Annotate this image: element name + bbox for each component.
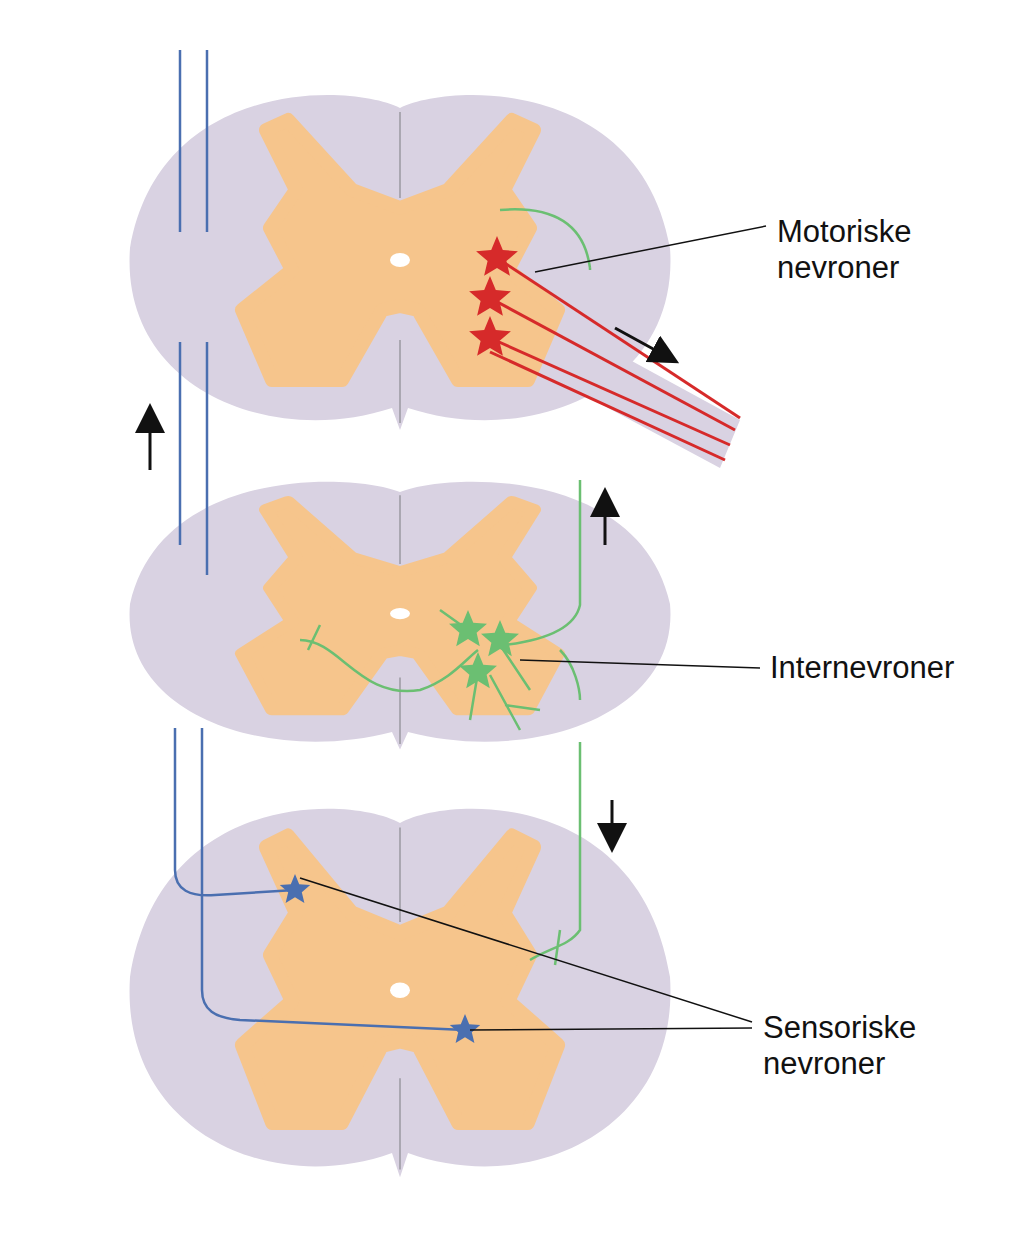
neuron-body (476, 236, 518, 276)
neuron-body (459, 652, 497, 688)
neuron-body (450, 1014, 480, 1043)
neuron-body (469, 316, 511, 356)
neuron-body (449, 610, 487, 646)
neuron-body (481, 620, 519, 656)
callout-label: Sensoriske nevroner (763, 1010, 973, 1082)
callout-label: Internevroner (770, 650, 1010, 686)
neuron-body (280, 874, 310, 903)
callout-label: Motoriske nevroner (777, 214, 987, 286)
neuron-body (469, 276, 511, 316)
